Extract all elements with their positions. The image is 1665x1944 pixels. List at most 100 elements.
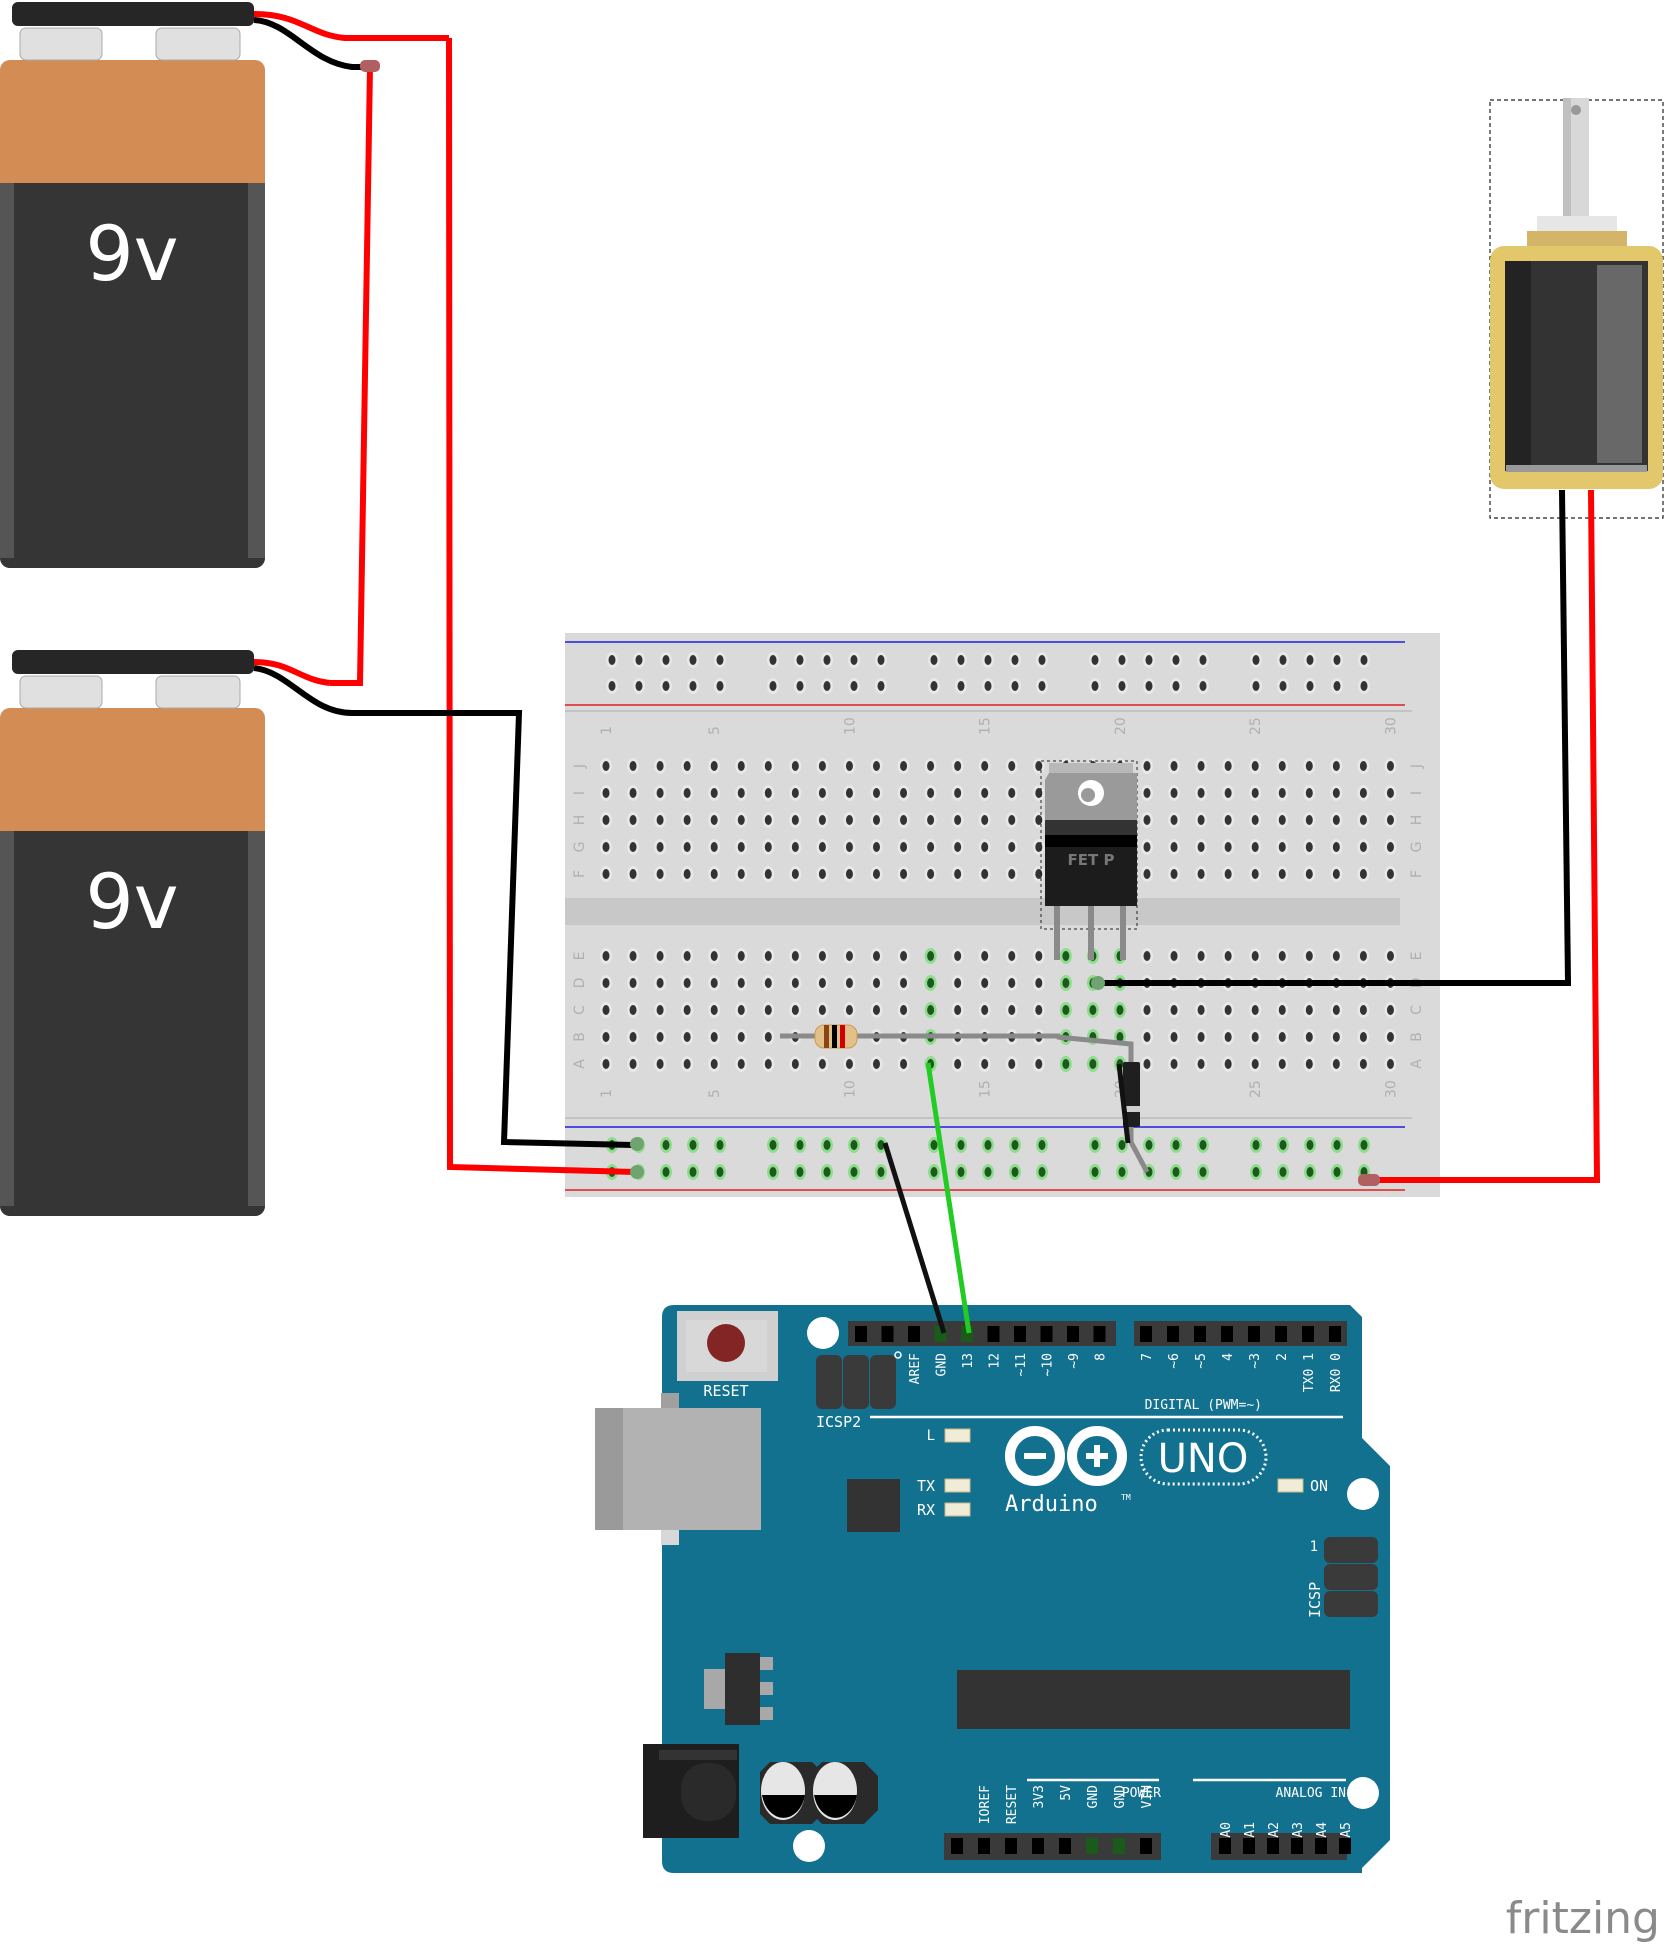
solenoid[interactable] <box>1489 98 1664 519</box>
icsp2-header <box>816 1355 896 1409</box>
power-pin-label: RESET <box>1005 1785 1020 1824</box>
breadboard-hole-contact <box>957 681 965 691</box>
header-pin[interactable] <box>1291 1838 1303 1854</box>
header-pin[interactable] <box>1140 1326 1152 1342</box>
reset-label: RESET <box>703 1382 748 1400</box>
transistor-band <box>1045 820 1137 835</box>
header-pin[interactable] <box>1086 1838 1098 1854</box>
header-pin[interactable] <box>1040 1326 1053 1342</box>
breadboard-hole-contact <box>737 978 745 988</box>
battery-2[interactable]: 9v <box>0 650 265 1216</box>
header-pin[interactable] <box>1275 1326 1287 1342</box>
diode[interactable] <box>1056 1034 1150 1174</box>
header-pin[interactable] <box>1219 1838 1231 1854</box>
digital-header-right <box>1134 1321 1347 1346</box>
breadboard-hole-contact <box>764 1059 772 1069</box>
header-pin[interactable] <box>1167 1326 1179 1342</box>
header-pin[interactable] <box>1243 1838 1255 1854</box>
breadboard-hole-contact <box>1197 788 1205 798</box>
breadboard-hole-contact <box>1251 1059 1259 1069</box>
breadboard-hole-contact <box>656 1059 664 1069</box>
breadboard-hole-contact <box>1306 1140 1314 1150</box>
arduino-brand: Arduino <box>1005 1492 1098 1517</box>
diode-lead-top <box>1056 1034 1134 1064</box>
usb-tab <box>661 1393 679 1408</box>
column-label-top: 10 <box>842 717 858 735</box>
solenoid-black-wire[interactable] <box>1094 489 1572 986</box>
breadboard-hole-contact <box>1197 761 1205 771</box>
breadboard-hole-contact <box>981 761 989 771</box>
breadboard-hole-contact <box>635 681 643 691</box>
breadboard-hole-contact <box>1306 655 1314 665</box>
header-pin[interactable] <box>881 1326 894 1342</box>
p-fet-transistor[interactable]: FET P <box>1040 760 1138 960</box>
arduino-pin13-wire[interactable] <box>925 1062 972 1334</box>
header-pin[interactable] <box>978 1838 990 1854</box>
breadboard-hole-contact <box>1224 869 1232 879</box>
header-pin[interactable] <box>1059 1838 1071 1854</box>
battery-1-snap <box>12 2 254 26</box>
header-pin[interactable] <box>855 1326 867 1342</box>
header-pin[interactable] <box>1005 1838 1017 1854</box>
breadboard-hole-contact <box>930 1140 938 1150</box>
battery-1-shade <box>0 183 14 558</box>
arduino-gnd-wire[interactable] <box>882 1142 947 1334</box>
breadboard-hole-contact <box>1386 869 1394 879</box>
breadboard-hole-contact <box>710 842 718 852</box>
breadboard-hole-contact <box>1333 681 1341 691</box>
breadboard-hole-contact <box>981 815 989 825</box>
header-pin[interactable] <box>1329 1326 1341 1342</box>
header-pin[interactable] <box>1194 1326 1206 1342</box>
header-pin[interactable] <box>1315 1838 1327 1854</box>
header-pin[interactable] <box>1014 1326 1026 1342</box>
header-pin[interactable] <box>1032 1838 1044 1854</box>
breadboard-hole-contact <box>791 761 799 771</box>
atmega-chip <box>957 1670 1350 1729</box>
header-pin[interactable] <box>1113 1838 1125 1854</box>
reset-button[interactable] <box>677 1311 778 1381</box>
header-pin[interactable] <box>1339 1838 1351 1854</box>
breadboard-hole-contact <box>1116 1032 1124 1042</box>
breadboard-hole-contact <box>629 761 637 771</box>
breadboard-hole-contact <box>1224 842 1232 852</box>
header-pin[interactable] <box>1302 1326 1314 1342</box>
column-label-bottom: 15 <box>978 1080 994 1098</box>
breadboard-hole-contact <box>818 1005 826 1015</box>
header-pin[interactable] <box>987 1326 1000 1342</box>
solenoid-red-wire[interactable] <box>1370 489 1601 1183</box>
header-pin[interactable] <box>1140 1838 1152 1854</box>
header-pin[interactable] <box>1248 1326 1260 1342</box>
battery2-black-to-rail-wire[interactable] <box>253 665 634 1148</box>
battery-red-to-rail-wire[interactable] <box>446 37 636 1175</box>
battery-1[interactable]: 9v <box>0 2 265 568</box>
breadboard-hole-contact <box>1197 842 1205 852</box>
header-pin[interactable] <box>1221 1326 1233 1342</box>
icsp-row <box>1324 1564 1378 1590</box>
breadboard-hole-contact <box>1224 788 1232 798</box>
solenoid-plunger-hole <box>1571 105 1581 115</box>
breadboard-hole-contact <box>1197 1059 1205 1069</box>
resistor[interactable] <box>780 1024 1060 1049</box>
breadboard-hole-contact <box>1199 1140 1207 1150</box>
battery-1-red-lead[interactable] <box>253 11 449 41</box>
reset-button-cap <box>707 1324 745 1362</box>
header-pin[interactable] <box>951 1838 963 1854</box>
led-rx-label: RX <box>917 1501 935 1519</box>
breadboard-hole-contact <box>1279 655 1287 665</box>
header-pin[interactable] <box>1267 1838 1279 1854</box>
breadboard-hole-contact <box>602 815 610 825</box>
battery1-black-to-battery2-red-wire[interactable] <box>330 66 373 686</box>
header-pin[interactable] <box>1067 1326 1079 1342</box>
battery-2-terminal-pos <box>155 675 241 709</box>
fritzing-logo: fritzing <box>1506 1893 1660 1944</box>
battery-2-red-lead[interactable] <box>253 659 331 686</box>
battery-1-black-lead[interactable] <box>253 17 371 70</box>
breadboard-hole-contact <box>796 1167 804 1177</box>
breadboard-hole-contact <box>1008 788 1016 798</box>
header-pin[interactable] <box>1093 1326 1106 1342</box>
header-pin[interactable] <box>908 1326 920 1342</box>
breadboard-hole-contact <box>656 1032 664 1042</box>
breadboard-hole-contact <box>656 788 664 798</box>
gate-ground-jumper-wire[interactable] <box>1116 1063 1131 1144</box>
